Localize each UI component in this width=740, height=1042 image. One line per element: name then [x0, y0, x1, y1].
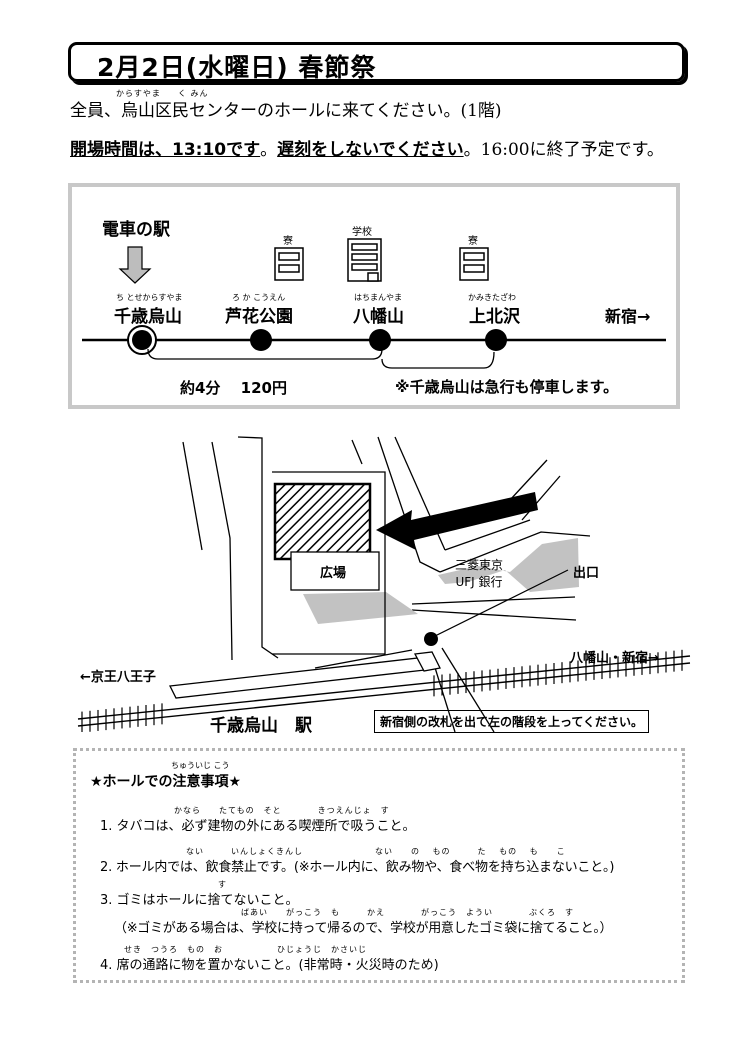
exit-label: 出口 — [573, 566, 600, 581]
station-chitose-karasuyama: 千歳烏山 — [114, 307, 182, 327]
dorm-icon — [274, 247, 304, 281]
exit-instruction: 新宿側の改札を出て左の階段を上ってください。 — [374, 710, 650, 733]
station-ruby: ち とせからすやま — [116, 293, 183, 302]
separator: 。 — [260, 140, 278, 160]
time-info: 開場時間は、13:10です。遅刻をしないでください。16:00に終了予定です。 — [70, 135, 664, 160]
plaza-label: 広場 — [320, 566, 347, 581]
title-box: 2月2日(水曜日) 春節祭 — [68, 42, 685, 82]
station-marker — [369, 329, 391, 351]
gray-area — [303, 592, 418, 624]
dorm-icon — [459, 247, 489, 281]
note-ruby: ばあい がっこう も かえ がっこう ようい ぶくろ す — [241, 908, 574, 917]
exit-marker — [424, 632, 438, 646]
dorm-label: 寮 — [468, 236, 478, 247]
note-item-4: 4. 席の通路に物を置かないこと。(非常時・火災時のため) — [100, 958, 439, 973]
station-marker — [250, 329, 272, 351]
note-ruby: かなら たてもの そと きつえんじょ す — [174, 806, 390, 815]
note-item-3-detail: （※ゴミがある場合は、学校に持って帰るので、学校が用意したゴミ袋に捨てること。） — [114, 921, 613, 936]
station-kamikitazawa: 上北沢 — [469, 307, 520, 327]
bank-area — [438, 538, 579, 592]
ruby-kumin: く みん — [178, 89, 209, 98]
station-ruby: はちまんやま — [354, 293, 402, 302]
down-arrow-icon — [118, 246, 152, 284]
access-map — [77, 436, 691, 732]
station-name: 千歳烏山 駅 — [210, 716, 312, 736]
station-roka-koen: 芦花公園 — [225, 307, 293, 327]
station-ruby: かみきたざわ — [468, 293, 516, 302]
notes-box: ちゅういじ こう ★ホールでの注意事項★ かなら たてもの そと きつえんじょ … — [73, 748, 685, 983]
travel-bracket — [381, 351, 495, 369]
assembly-instruction: 全員、烏山区民センターのホールに来てください。(1階) — [70, 101, 502, 121]
shinjuku-direction: 新宿→ — [605, 307, 651, 326]
route-svg — [82, 238, 666, 369]
exit-pointer — [430, 569, 569, 639]
page-title: 2月2日(水曜日) 春節祭 — [97, 53, 377, 82]
station-marker — [485, 329, 507, 351]
note-item-3: 3. ゴミはホールに捨てないこと。 — [100, 893, 299, 908]
express-note: ※千歳烏山は急行も停車します。 — [395, 378, 619, 396]
opening-time: 開場時間は、13:10です — [70, 140, 261, 160]
railway — [77, 655, 691, 727]
station-ruby: ろ か こうえん — [232, 293, 286, 302]
hall-building — [273, 482, 372, 561]
notes-heading: ★ホールでの注意事項★ — [90, 774, 242, 790]
roads — [182, 436, 591, 732]
notes-heading-ruby: ちゅういじ こう — [171, 761, 230, 770]
hall-pointer-arrow — [376, 492, 538, 550]
train-station-label: 電車の駅 — [102, 220, 170, 240]
route-diagram: 電車の駅 寮 学校 寮 ち とせからすやま 千歳烏山 ろ か こうえん 芦花公園… — [68, 183, 680, 409]
note-item-2: 2. ホール内では、飲食禁止です。(※ホール内に、飲み物や、食べ物を持ち込まない… — [100, 860, 615, 875]
travel-bracket — [147, 348, 383, 360]
dorm-label: 寮 — [283, 236, 293, 247]
note-ruby: ない いんしょくきんし ない の もの た もの も こ — [186, 847, 566, 856]
school-icon — [347, 238, 382, 282]
hachioji-direction: ←京王八王子 — [80, 670, 156, 685]
plaza-area — [290, 551, 380, 591]
station-marker — [132, 330, 152, 350]
school-label: 学校 — [352, 227, 372, 238]
shinjuku-map-direction: 八幡山・新宿→ — [570, 651, 659, 666]
end-time: 。16:00に終了予定です。 — [463, 140, 664, 160]
rail-ties — [81, 649, 683, 732]
bank-label: 三菱東京 UFJ 銀行 — [455, 558, 504, 589]
note-item-1: 1. タバコは、必ず建物の外にある喫煙所で吸うこと。 — [100, 819, 416, 834]
no-late-warning: 遅刻をしないでください — [277, 140, 464, 160]
note-ruby: せき つうろ もの お ひじょうじ かさいじ — [124, 945, 367, 954]
station-platform — [169, 657, 427, 699]
travel-info: 約4分 120円 — [180, 379, 287, 397]
note-ruby: す — [218, 880, 227, 889]
station-hachimanyama: 八幡山 — [353, 307, 404, 327]
ruby-karasuyama: からすやま — [116, 89, 161, 98]
